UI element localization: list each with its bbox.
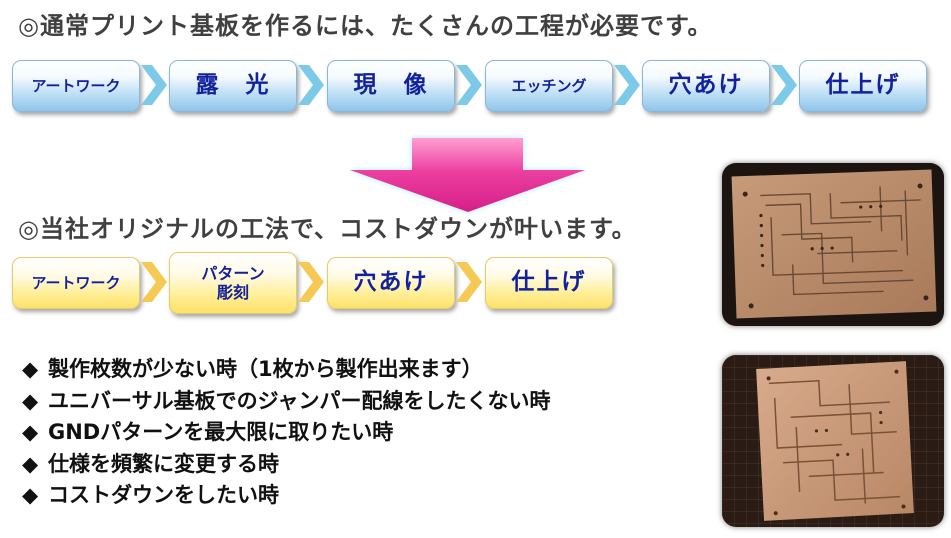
step-engraving-label: 彫刻	[216, 283, 249, 302]
list-item-text: 製作枚数が少ない時（1枚から製作出来ます）	[48, 357, 483, 381]
chevron-right-icon	[141, 65, 167, 105]
pcb-board-image	[722, 355, 944, 527]
pcb-photo-top	[722, 163, 944, 326]
chevron-right-icon	[141, 262, 167, 302]
list-item-text: GNDパターンを最大限に取りたい時	[48, 420, 394, 444]
heading-conventional-process: ◎通常プリント基板を作るには、たくさんの工程が必要です。	[18, 12, 713, 40]
list-item-text: コストダウンをしたい時	[48, 483, 279, 507]
step-artwork-label: アートワーク	[31, 274, 121, 292]
diamond-bullet-icon: ◆	[22, 483, 39, 507]
use-case-list: ◆ 製作枚数が少ない時（1枚から製作出来ます） ◆ ユニバーサル基板でのジャンパー配…	[22, 354, 551, 512]
diamond-bullet-icon: ◆	[22, 451, 39, 476]
chevron-right-icon	[298, 262, 324, 302]
list-item: ◆ コストダウンをしたい時	[22, 480, 551, 512]
diamond-bullet-icon: ◆	[22, 357, 39, 381]
chevron-right-icon	[298, 65, 324, 105]
step-finishing-label: 仕上げ	[511, 269, 587, 296]
chevron-right-icon	[614, 65, 640, 105]
down-arrow-icon	[350, 138, 585, 212]
step-finishing-label: 仕上げ	[825, 72, 901, 99]
list-item: ◆ 製作枚数が少ない時（1枚から製作出来ます）	[22, 354, 551, 386]
step-developing-label: 現 像	[353, 72, 429, 99]
heading-inhouse-process: ◎当社オリジナルの工法で、コストダウンが叶います。	[18, 215, 637, 243]
step-pattern-engraving: パターン 彫刻	[169, 252, 297, 314]
list-item: ◆ ユニバーサル基板でのジャンパー配線をしたくない時	[22, 386, 551, 418]
chevron-right-icon	[771, 65, 797, 105]
list-item-text: ユニバーサル基板でのジャンパー配線をしたくない時	[48, 388, 551, 413]
step-artwork: アートワーク	[12, 257, 140, 309]
diamond-bullet-icon: ◆	[22, 420, 39, 444]
list-item: ◆ 仕様を頻繁に変更する時	[22, 449, 551, 481]
list-item: ◆ GNDパターンを最大限に取りたい時	[22, 417, 551, 449]
pcb-board-image	[731, 169, 937, 319]
chevron-right-icon	[456, 262, 482, 302]
pcb-photo-bottom	[722, 355, 944, 527]
step-finishing: 仕上げ	[485, 257, 613, 309]
step-exposure-label: 露 光	[195, 72, 271, 99]
step-finishing: 仕上げ	[799, 60, 927, 112]
step-pattern-label: パターン	[201, 263, 265, 283]
step-drilling: 穴あけ	[327, 257, 455, 309]
diamond-bullet-icon: ◆	[22, 388, 39, 413]
step-drilling-label: 穴あけ	[668, 72, 744, 99]
list-item-text: 仕様を頻繁に変更する時	[48, 451, 279, 476]
step-developing: 現 像	[327, 60, 455, 112]
chevron-right-icon	[456, 65, 482, 105]
step-exposure: 露 光	[169, 60, 297, 112]
step-etching: エッチング	[485, 60, 613, 112]
step-drilling: 穴あけ	[642, 60, 770, 112]
step-drilling-label: 穴あけ	[353, 269, 429, 296]
step-artwork-label: アートワーク	[31, 77, 121, 95]
step-artwork: アートワーク	[12, 60, 140, 112]
step-etching-label: エッチング	[511, 77, 587, 95]
